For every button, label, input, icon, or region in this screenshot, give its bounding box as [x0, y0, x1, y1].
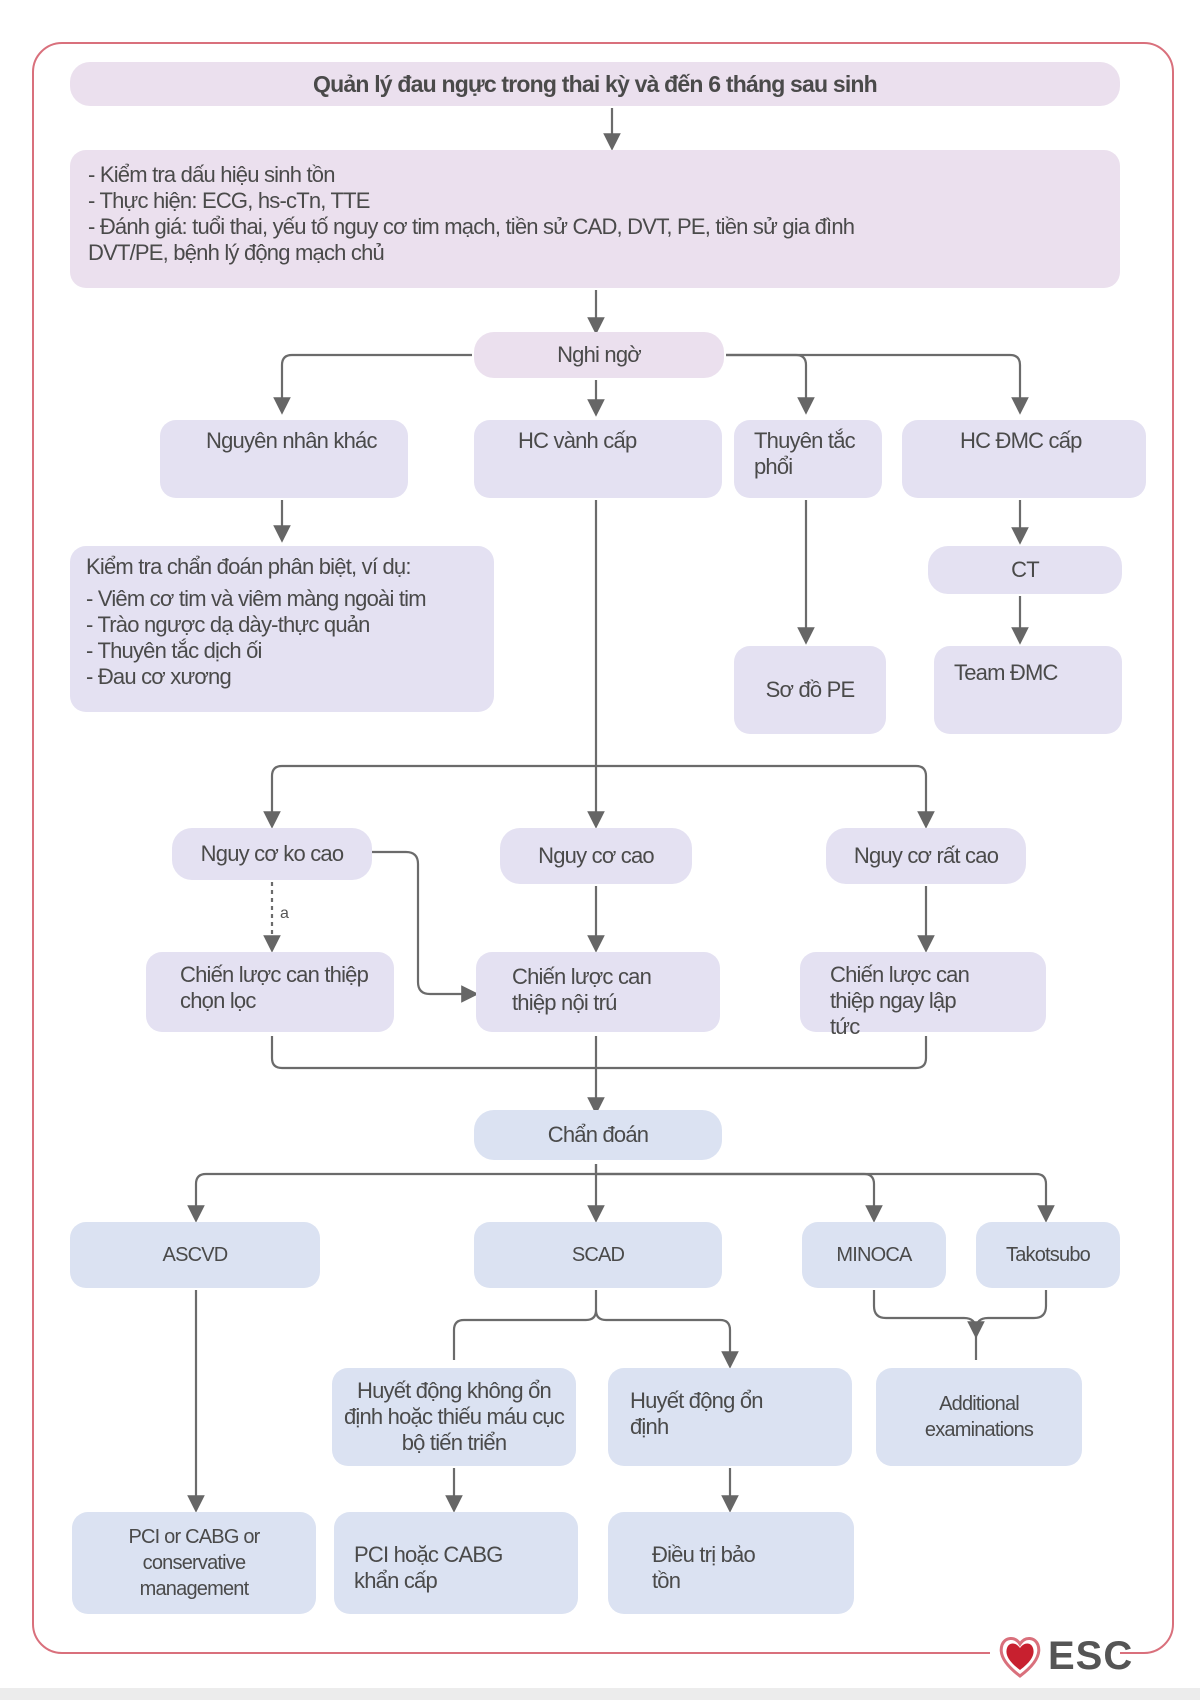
connector-minoca-takotsubo-additional	[872, 1290, 1048, 1360]
strategy-selective-node: Chiến lược can thiệp chọn lọc	[146, 952, 394, 1032]
heart-icon	[999, 1637, 1041, 1678]
diagram-title: Quản lý đau ngực trong thai kỳ và đến 6 …	[70, 62, 1120, 106]
initial-assessment-box: - Kiểm tra dấu hiệu sinh tồn - Thực hiện…	[70, 150, 1120, 288]
ascvd-outcome-node: PCI or CABG or conservative management	[72, 1512, 316, 1614]
connector-diagnosis-takotsubo	[596, 1172, 1055, 1223]
additional-examinations-node: Additional examinations	[876, 1368, 1082, 1466]
footnote-marker: a	[280, 905, 289, 922]
risk-not-high-node: Nguy cơ ko cao	[172, 828, 372, 880]
connector-suspicion-aortic	[726, 353, 1029, 415]
connector-suspicion-pe	[726, 353, 815, 415]
connector-scad-branches	[452, 1290, 730, 1360]
suspicion-node: Nghi ngờ	[474, 332, 724, 378]
esc-logo-text: ESC	[1048, 1633, 1134, 1678]
pe-node: Thuyên tắc phổi	[734, 420, 882, 498]
differential-heading: Kiểm tra chẩn đoán phân biệt, ví dụ:	[86, 554, 411, 579]
aortic-team-node: Team ĐMC	[934, 646, 1122, 734]
acs-node: HC vành cấp	[474, 420, 722, 498]
urgent-revascularization-node: PCI hoặc CABG khẩn cấp	[334, 1512, 578, 1614]
assessment-item: - Kiểm tra dấu hiệu sinh tồn	[88, 162, 335, 187]
connector-diagnosis-ascvd	[187, 1164, 598, 1223]
conservative-treatment-node: Điều trị bảo tồn	[608, 1512, 854, 1614]
minoca-node: MINOCA	[802, 1222, 946, 1288]
scad-unstable-node: Huyết động không ổn định hoặc thiếu máu …	[332, 1368, 576, 1466]
strategy-inpatient-node: Chiến lược can thiệp nội trú	[476, 952, 720, 1032]
differential-item: - Trào ngược dạ dày-thực quản	[86, 612, 370, 637]
connector-diagnosis-minoca	[596, 1172, 883, 1223]
differential-item: - Đau cơ xương	[86, 664, 232, 689]
connector-strategies-diagnosis	[270, 1036, 928, 1106]
differential-item: - Thuyên tắc dịch ối	[86, 638, 262, 663]
risk-very-high-node: Nguy cơ rất cao	[826, 828, 1026, 884]
diagram-frame	[32, 42, 1174, 1654]
pe-algorithm-node: Sơ đồ PE	[734, 646, 886, 734]
differential-box: Kiểm tra chẩn đoán phân biệt, ví dụ: - V…	[70, 546, 494, 712]
scad-node: SCAD	[474, 1222, 722, 1288]
other-cause-node: Nguyên nhân khác	[160, 420, 408, 498]
connector-low-inpatient	[372, 850, 479, 1003]
assessment-item: - Đánh giá: tuổi thai, yếu tố nguy cơ ti…	[88, 214, 855, 239]
differential-item: - Viêm cơ tim và viêm màng ngoài tim	[86, 586, 427, 611]
connector-suspicion-other	[273, 353, 472, 415]
aortic-syndrome-node: HC ĐMC cấp	[902, 420, 1146, 498]
assessment-item: - Thực hiện: ECG, hs-cTn, TTE	[88, 188, 370, 213]
esc-logo: ESC	[996, 1632, 1133, 1680]
scad-stable-node: Huyết động ổn định	[608, 1368, 852, 1466]
bottom-strip	[0, 1688, 1200, 1700]
takotsubo-node: Takotsubo	[976, 1222, 1120, 1288]
ct-node: CT	[928, 546, 1122, 594]
diagnosis-node: Chẩn đoán	[474, 1110, 722, 1160]
ascvd-node: ASCVD	[70, 1222, 320, 1288]
strategy-immediate-node: Chiến lược can thiệp ngay lập tức	[800, 952, 1046, 1039]
connector-acs-risk-low	[263, 764, 596, 829]
connector-acs-risk-veryhigh	[596, 764, 935, 829]
assessment-item: DVT/PE, bệnh lý động mạch chủ	[88, 240, 385, 265]
risk-high-node: Nguy cơ cao	[500, 828, 692, 884]
